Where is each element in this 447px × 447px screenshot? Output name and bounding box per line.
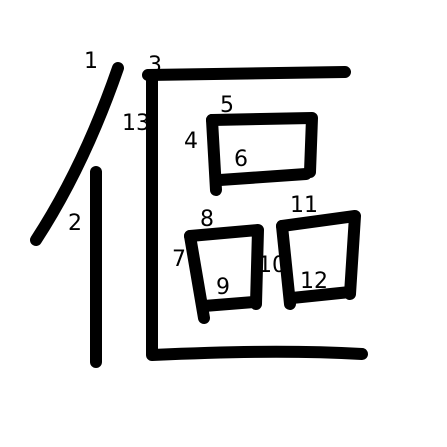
stroke-5 [206,112,318,178]
stroke-number-10: 10 [258,253,286,278]
stroke-number-12: 12 [300,269,328,294]
stroke-1 [30,62,124,246]
stroke-number-13: 13 [122,111,150,136]
stroke-3 [142,66,351,81]
stroke-9 [198,296,260,312]
stroke-number-5: 5 [220,93,234,118]
stroke-number-9: 9 [216,275,230,300]
stroke-10 [276,220,296,310]
stroke-number-1: 1 [84,49,98,74]
stroke-number-4: 4 [184,129,198,154]
stroke-12 [286,286,356,304]
stroke-number-6: 6 [234,147,248,172]
stroke-number-8: 8 [200,207,214,232]
stroke-number-11: 11 [290,193,318,218]
stroke-6 [214,168,312,186]
stroke-number-2: 2 [68,211,82,236]
stroke-number-3: 3 [148,53,162,78]
stroke-number-7: 7 [172,247,186,272]
stroke-11 [276,210,361,300]
stroke-8 [184,224,264,310]
stroke-13 [146,72,368,361]
